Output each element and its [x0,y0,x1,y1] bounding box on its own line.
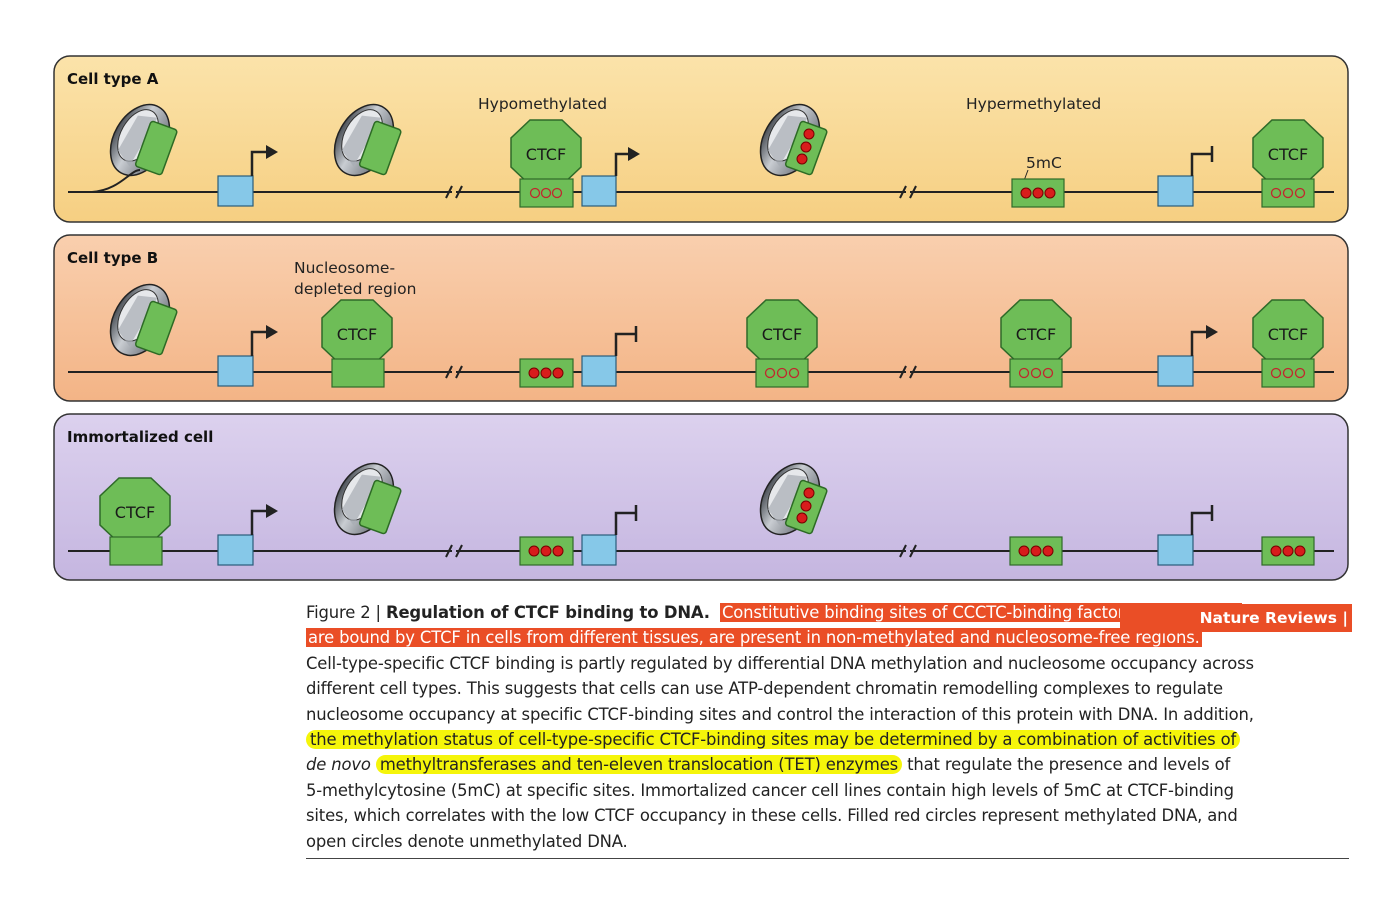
figure-caption: Figure 2 | Regulation of CTCF binding to… [306,600,1354,854]
caption-line: Cell-type-specific CTCF binding is partl… [306,653,1254,673]
caption-line: the methylation status of cell-type-spec… [306,727,1354,752]
label-hypermethylated: Hypermethylated [966,95,1101,113]
panel-title: Immortalized cell [67,428,213,446]
caption-line: different cell types. This suggests that… [306,679,1223,699]
label-5mc: 5mC [1026,154,1062,172]
label-hypomethylated: Hypomethylated [478,95,607,113]
ctcf-label: CTCF [1016,325,1056,344]
caption-line: open circles denote unmethylated DNA. [306,831,628,851]
highlight-red-1: Constitutive binding sites of CCCTC-bind… [719,603,1242,622]
ctcf-label: CTCF [337,325,377,344]
ctcf-label: CTCF [1268,145,1308,164]
figure-diagram: Cell type A Hypomethylated Hypermethylat… [53,55,1349,581]
promoter-box [217,175,254,207]
ctcf-label: CTCF [115,503,155,522]
ctcf-label: CTCF [762,325,802,344]
caption-rule [306,858,1349,859]
figure-title: Regulation of CTCF binding to DNA. [385,603,710,622]
highlight-yellow-1: the methylation status of cell-type-spec… [306,730,1241,750]
highlight-yellow-2: methyltransferases and ten-eleven transl… [375,755,903,775]
journal-name: Nature Reviews | Genetics [1120,604,1352,655]
caption-line: sites, which correlates with the low CTC… [306,806,1238,826]
panel-cell-type-a: Cell type A Hypomethylated Hypermethylat… [53,55,1349,223]
panel-immortalized-cell: Immortalized cell CTCF [53,413,1349,581]
label-ndr-1: Nucleosome- [294,259,395,277]
ctcf-label: CTCF [1268,325,1308,344]
ctcf-label: CTCF [526,145,566,164]
caption-line: 5-methylcytosine (5mC) at specific sites… [306,780,1234,800]
figure-label: Figure 2 | [306,603,386,622]
highlight-red-2: are bound by CTCF in cells from differen… [306,628,1202,648]
panel-title: Cell type A [67,70,159,88]
panel-title: Cell type B [67,249,158,267]
caption-line: nucleosome occupancy at specific CTCF-bi… [306,704,1254,724]
caption-line: are bound by CTCF in cells from differen… [306,625,1354,650]
italic-de-novo: de novo [306,755,371,775]
label-ndr-2: depleted region [294,280,416,298]
caption-line: Figure 2 | Regulation of CTCF binding to… [306,600,1354,625]
panel-cell-type-b: Cell type B Nucleosome- depleted region … [53,234,1349,402]
caption-text: that regulate the presence and levels of [907,755,1231,775]
caption-line: de novo methyltransferases and ten-eleve… [306,752,1354,777]
